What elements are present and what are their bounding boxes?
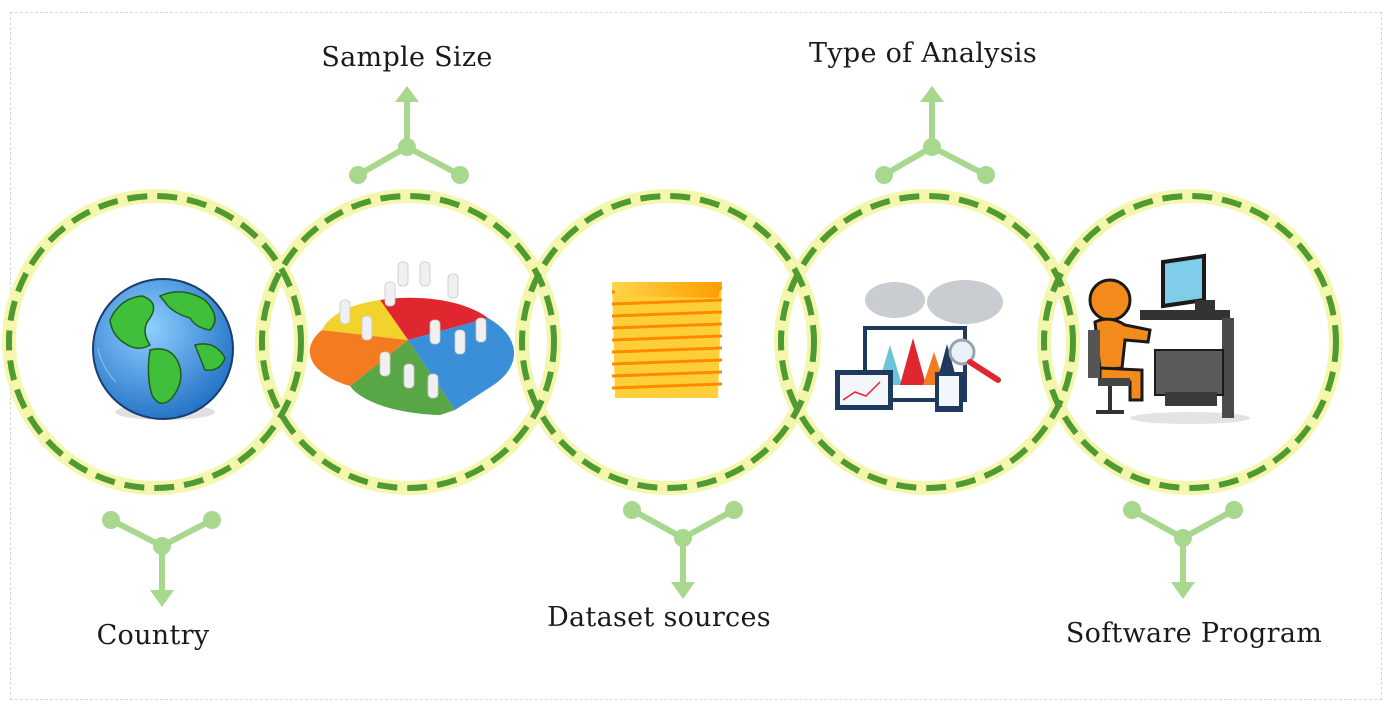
connector-country <box>102 511 221 607</box>
label-country: Country <box>96 620 210 651</box>
ring-software-program <box>1041 193 1339 491</box>
label-sample-size: Sample Size <box>321 42 493 73</box>
label-dataset-sources: Dataset sources <box>547 602 771 633</box>
ring-type-of-analysis <box>778 193 1076 491</box>
connector-software-program <box>1123 501 1243 599</box>
person-at-computer-icon <box>1088 253 1250 424</box>
globe-icon <box>92 278 234 420</box>
label-type-of-analysis: Type of Analysis <box>809 38 1037 69</box>
connector-sample-size <box>349 86 469 184</box>
ring-dataset-sources <box>519 193 817 491</box>
ring-sample-size <box>259 193 557 491</box>
stacked-layers-icon <box>611 282 723 398</box>
connectors <box>102 86 1243 607</box>
ring-dashes <box>6 193 1339 491</box>
analytics-dashboard-icon <box>835 280 1003 412</box>
connector-type-of-analysis <box>875 86 995 184</box>
ring-country <box>6 193 304 491</box>
connector-dataset-sources <box>623 501 743 599</box>
label-software-program: Software Program <box>1065 618 1323 649</box>
population-pie-chart-icon <box>309 261 515 415</box>
